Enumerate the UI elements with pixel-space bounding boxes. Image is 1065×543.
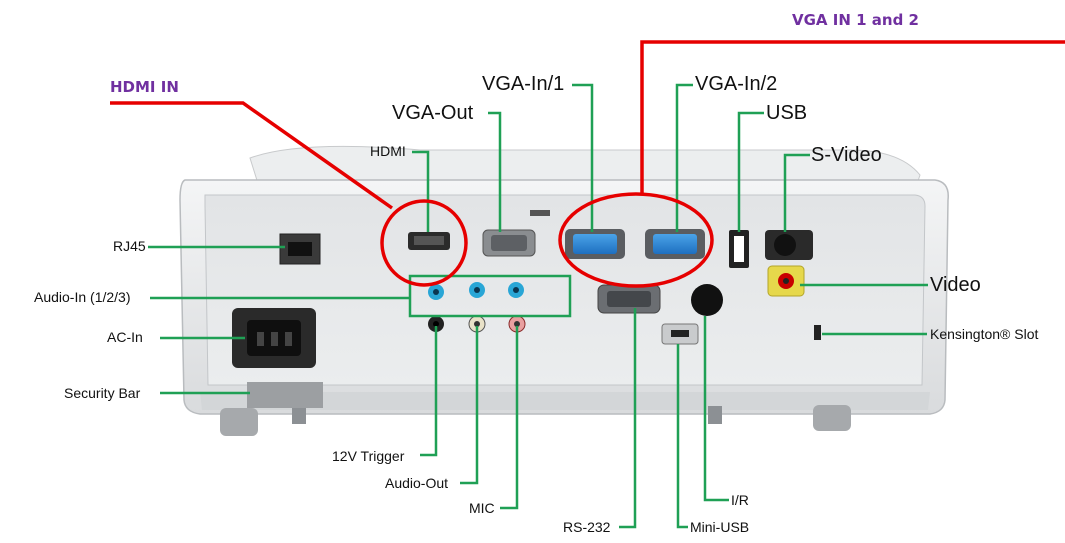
- label-rj45: RJ45: [113, 238, 146, 254]
- mini-usb-port: [661, 323, 699, 345]
- hdmi-port: [408, 232, 450, 250]
- vga-callout-line: [640, 40, 1065, 194]
- hdmi-highlight-circle: [380, 199, 468, 287]
- label-vga-in-2: VGA-In/2: [695, 73, 778, 95]
- leader-usb: [737, 111, 764, 232]
- audio-in-bracket: [408, 274, 572, 318]
- label-s-video: S-Video: [811, 144, 882, 166]
- label-ir: I/R: [731, 492, 749, 508]
- vga-highlight-ellipse: [558, 192, 714, 288]
- label-hdmi: HDMI: [370, 143, 406, 159]
- leader-ir: [703, 316, 729, 502]
- leader-hdmi: [412, 150, 430, 232]
- label-ac-in: AC-In: [107, 329, 143, 345]
- leader-12v-trigger: [420, 326, 438, 457]
- s-video-port: [765, 230, 813, 260]
- vga-in-2-port: [645, 229, 705, 259]
- label-mic: MIC: [469, 500, 495, 516]
- label-vga-in-1: VGA-In/1: [482, 73, 565, 95]
- leader-rs232: [619, 308, 637, 529]
- hdmi-in-callout: HDMI IN: [110, 78, 179, 96]
- kensington-slot: [814, 325, 821, 340]
- leader-mini-usb: [676, 344, 688, 529]
- label-audio-out: Audio-Out: [385, 475, 449, 491]
- vga-in-1-port: [565, 229, 625, 259]
- leader-mic: [500, 326, 519, 510]
- vga-out-port: [482, 229, 536, 257]
- red-callouts: [110, 40, 1065, 288]
- leader-lines: [148, 83, 928, 529]
- video-port: [767, 265, 805, 297]
- label-mini-usb: Mini-USB: [690, 519, 750, 535]
- rs232-port: [597, 284, 661, 314]
- hdmi-callout-line: [110, 101, 394, 210]
- label-12v-trigger: 12V Trigger: [332, 448, 405, 464]
- usb-port: [729, 230, 749, 268]
- label-security-bar: Security Bar: [64, 385, 141, 401]
- label-video: Video: [930, 274, 981, 296]
- leader-s-video: [783, 153, 810, 232]
- leader-vga-out: [488, 111, 502, 232]
- rj45-port: [279, 233, 321, 265]
- ac-in-socket: [232, 308, 316, 368]
- audio-in-jacks: [428, 282, 524, 300]
- ir-sensor: [691, 284, 723, 316]
- security-bar: [247, 382, 323, 408]
- leader-vga-in-1: [572, 83, 594, 232]
- label-usb: USB: [766, 102, 808, 124]
- label-kensington: Kensington® Slot: [930, 326, 1039, 342]
- label-audio-in: Audio-In (1/2/3): [34, 289, 131, 305]
- label-vga-out: VGA-Out: [392, 102, 474, 124]
- label-rs232: RS-232: [563, 519, 611, 535]
- leader-audio-out: [460, 326, 479, 485]
- leader-vga-in-2: [675, 83, 693, 232]
- vga-in-callout: VGA IN 1 and 2: [792, 11, 919, 29]
